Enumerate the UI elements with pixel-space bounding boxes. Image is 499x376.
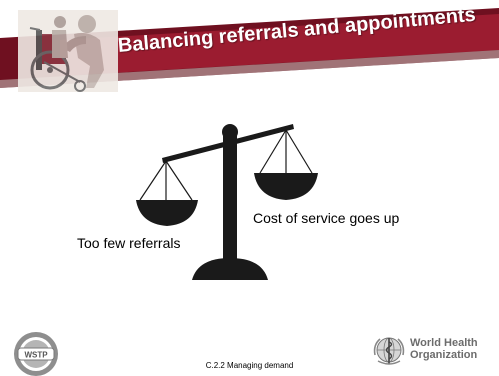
wheelchair-photo: [18, 10, 118, 92]
who-line-2: Organization: [410, 349, 478, 361]
who-emblem-icon: [373, 337, 405, 365]
wstp-logo-icon: WSTP: [14, 332, 58, 376]
balance-scale-graphic: [136, 124, 318, 280]
label-cost-of-service: Cost of service goes up: [253, 210, 400, 226]
label-too-few-referrals: Too few referrals: [77, 235, 181, 251]
footer-text: C.2.2 Managing demand: [205, 361, 294, 370]
who-line-1: World Health: [410, 337, 478, 349]
header-banner: [0, 8, 499, 92]
wstp-logo-text: WSTP: [24, 351, 48, 360]
who-wordmark: World Health Organization: [410, 337, 496, 361]
